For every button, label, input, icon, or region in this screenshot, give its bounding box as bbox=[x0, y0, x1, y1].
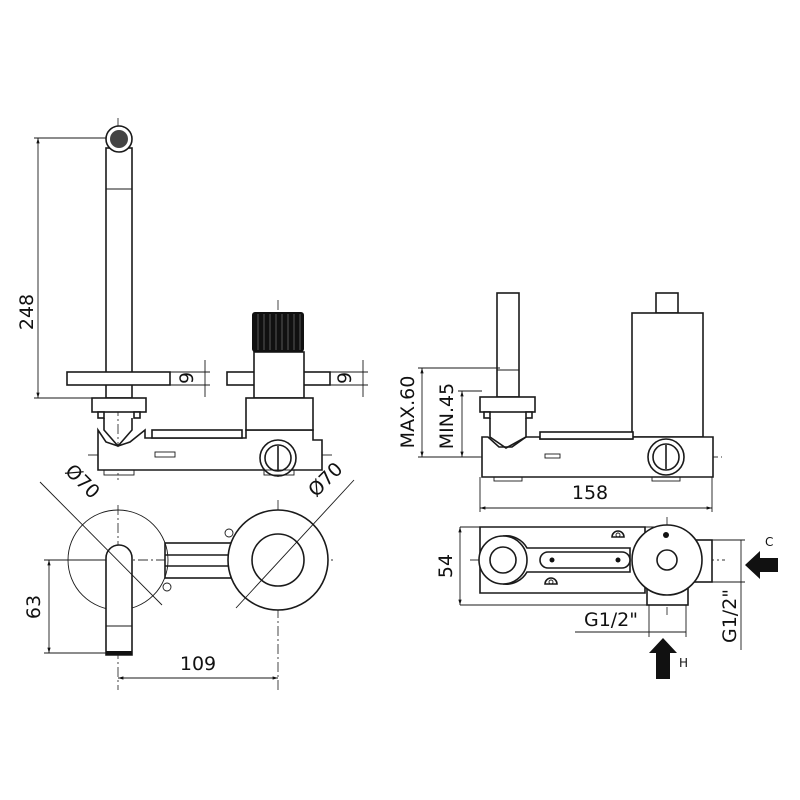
side-elevation-view: MAX.60 MIN.45 158 bbox=[397, 292, 722, 512]
cold-label: C bbox=[765, 535, 773, 549]
dimension-label: 54 bbox=[435, 554, 457, 578]
dimension-label: 158 bbox=[572, 482, 608, 504]
dimension-label: 9 bbox=[334, 372, 356, 384]
dimension-label: G1/2" bbox=[719, 589, 741, 643]
cold-inlet-arrow-icon bbox=[745, 551, 778, 579]
dimension-label: 9 bbox=[176, 372, 198, 384]
body-top-view: 54 G1/2" G1/2" C H bbox=[435, 517, 778, 679]
dimension-spout-height: 248 bbox=[16, 137, 106, 399]
dimension-label: 109 bbox=[180, 653, 216, 675]
dimension-label: G1/2" bbox=[584, 609, 638, 631]
plan-view: Ø70 Ø70 63 109 bbox=[23, 458, 355, 690]
handle-knob bbox=[252, 312, 305, 399]
dimension-label: 248 bbox=[16, 294, 38, 330]
dimension-label: 63 bbox=[23, 595, 45, 619]
dimension-label: MIN.45 bbox=[436, 383, 458, 449]
left-flange bbox=[66, 371, 171, 386]
dimension-flange-right: 9 bbox=[330, 360, 368, 397]
front-elevation-view: 248 9 9 bbox=[16, 118, 368, 480]
hot-inlet-arrow-icon bbox=[649, 638, 677, 679]
hot-label: H bbox=[679, 656, 688, 670]
dimension-flange-left: 9 bbox=[170, 360, 210, 397]
spout bbox=[105, 125, 133, 399]
dimension-label: MAX.60 bbox=[397, 376, 419, 449]
valve-body bbox=[91, 397, 323, 477]
spout-plan bbox=[105, 544, 133, 656]
